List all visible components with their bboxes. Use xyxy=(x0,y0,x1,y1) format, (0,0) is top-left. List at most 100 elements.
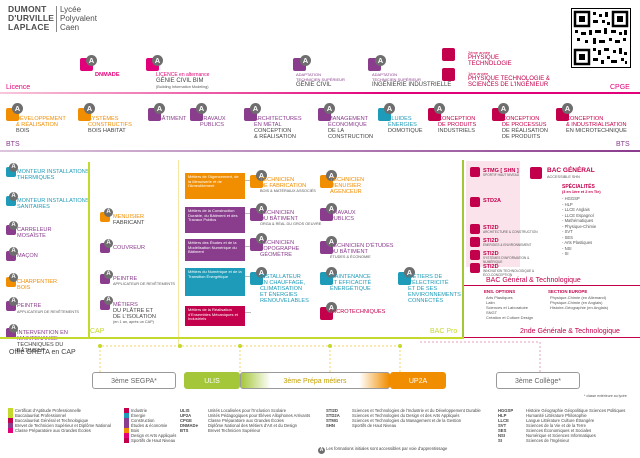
bacpro-label[interactable]: TECHNICIEN xyxy=(260,177,295,183)
cap-label[interactable]: CARRELEUR xyxy=(17,227,52,233)
licence-label[interactable]: LICENCE en alternance xyxy=(156,72,210,78)
bts-label[interactable]: DE PRODUITS xyxy=(502,134,541,140)
cpge-label[interactable]: PHYSIQUE xyxy=(468,55,500,61)
bactech-label[interactable]: STI2D xyxy=(483,251,499,257)
bts-label[interactable]: DÉVELOPPEMENT xyxy=(16,116,66,122)
cap-label[interactable]: MONTEUR INSTALLATIONS xyxy=(17,169,90,175)
cap-label[interactable]: MÉTIERS xyxy=(113,302,138,308)
cap-label[interactable]: PEINTRE xyxy=(113,276,138,282)
bacpro-label[interactable]: MAINTENANCE xyxy=(330,274,371,280)
metiers-block[interactable]: Métiers des Études et de la Modélisation… xyxy=(185,239,245,261)
bacpro-label[interactable]: CLIMATISATION xyxy=(260,286,303,292)
bts-label[interactable]: FLUIDES xyxy=(388,116,412,122)
bacpro-label[interactable]: MICROTECHNIQUES xyxy=(330,309,386,315)
cap-label[interactable]: THERMIQUES xyxy=(17,175,55,181)
bts-label[interactable]: SYSTÈMES xyxy=(88,116,119,122)
bts-label[interactable]: CONCEPTION xyxy=(254,128,292,134)
licence-label[interactable]: DNMADe xyxy=(95,72,120,78)
licence-label[interactable]: INGÉNIERIE INDUSTRIELLE xyxy=(372,82,452,88)
bacpro-label[interactable]: DE FABRICATION xyxy=(260,183,307,189)
bts-label[interactable]: ÉNERGIES xyxy=(388,122,417,128)
cap-label[interactable]: DE L'ISOLATION xyxy=(113,314,156,320)
bts-label[interactable]: BOIS HABITAT xyxy=(88,128,126,134)
bts-label[interactable]: ÉCONOMIQUE xyxy=(328,122,367,128)
bacpro-label[interactable]: ET ÉNERGIES xyxy=(260,292,298,298)
bacpro-label[interactable]: DU BÂTIMENT xyxy=(260,216,298,222)
bts-label[interactable]: INDUSTRIELS xyxy=(438,128,475,134)
bts-label[interactable]: EN MÉTAL xyxy=(254,122,282,128)
cap-label[interactable]: SANITAIRES xyxy=(17,204,50,210)
bacgen-title[interactable]: BAC GÉNÉRAL xyxy=(547,167,595,174)
bts-label[interactable]: MANAGEMENT xyxy=(328,116,369,122)
cap-label[interactable]: CHARPENTIER xyxy=(17,279,58,285)
bts-label[interactable]: & RÉALISATION xyxy=(254,134,296,140)
bacpro-label[interactable]: ENVIRONNEMENTS xyxy=(408,292,461,298)
cap-label[interactable]: FABRICANT xyxy=(113,220,145,226)
cap-label[interactable]: MONTEUR INSTALLATIONS xyxy=(17,198,90,204)
bactech-label[interactable]: STD2A xyxy=(483,198,502,204)
bts-label[interactable]: PUBLICS xyxy=(200,122,224,128)
bts-label[interactable]: DE PRODUITS xyxy=(438,122,477,128)
bacpro-label[interactable]: TOPOGRAPHE xyxy=(260,246,300,252)
cpge-label[interactable]: PHYSIQUE TECHNOLOGIE & xyxy=(468,76,550,82)
bacpro-label[interactable]: TRAVAUX xyxy=(330,210,356,216)
bacpro-label[interactable]: EN CHAUFFAGE, xyxy=(260,280,306,286)
bacpro-label[interactable]: TECHNICIEN xyxy=(330,177,365,183)
bts-label[interactable]: EN MICROTECHNIQUE xyxy=(566,128,627,134)
metiers-block[interactable]: Métiers de la Réalisation d'Ensembles Mé… xyxy=(185,306,245,326)
entry-prepa-metiers[interactable]: 3ème Prépa métiers xyxy=(240,372,390,389)
bacpro-label[interactable]: TECHNICIEN D'ÉTUDES xyxy=(330,243,394,249)
bactech-label[interactable]: STI2D xyxy=(483,225,499,231)
bts-label[interactable]: DE LA xyxy=(328,128,345,134)
bacpro-label[interactable]: ET EFFICACITÉ xyxy=(330,280,372,286)
bacpro-label[interactable]: DU BÂTIMENT xyxy=(330,249,368,255)
bacpro-label[interactable]: GÉOMÈTRE xyxy=(260,252,293,258)
licence-label[interactable]: GÉNIE CIVIL BIM xyxy=(156,78,204,84)
bts-label[interactable]: CONSTRUCTION xyxy=(328,134,374,140)
bts-label[interactable]: BOIS xyxy=(16,128,30,134)
bacpro-label[interactable]: AGENCEUR xyxy=(330,189,362,195)
bacpro-label[interactable]: MENUISIER xyxy=(330,183,362,189)
bts-label[interactable]: & RÉALISATION xyxy=(16,122,58,128)
bts-label[interactable]: CONSTRUCTIFS xyxy=(88,122,132,128)
cap-label[interactable]: MAÇON xyxy=(17,253,38,259)
entry-ulis[interactable]: ULIS xyxy=(184,372,240,389)
bacpro-label[interactable]: RENOUVELABLES xyxy=(260,298,309,304)
bacpro-label[interactable]: L'ÉLECTRICITÉ xyxy=(408,280,449,286)
bacpro-label[interactable]: CONNECTÉS xyxy=(408,298,444,304)
bacpro-label[interactable]: TECHNICIEN xyxy=(260,240,295,246)
cpge-label[interactable]: TECHNOLOGIE xyxy=(468,61,512,67)
bacpro-label[interactable]: ÉNERGÉTIQUE xyxy=(330,286,371,292)
bts-label[interactable]: BÂTIMENT xyxy=(158,116,187,122)
bts-label[interactable]: CONCEPTION xyxy=(502,116,540,122)
entry-college[interactable]: 3ème Collège* xyxy=(496,372,580,389)
bacpro-label[interactable]: INSTALLATEUR xyxy=(260,274,301,280)
entry-segpa[interactable]: 3ème SEGPA* xyxy=(92,372,176,389)
bts-label[interactable]: DOMOTIQUE xyxy=(388,128,423,134)
cap-label[interactable]: PEINTRE xyxy=(17,303,42,309)
bacpro-label[interactable]: MÉTIERS DE xyxy=(408,274,443,280)
bts-label[interactable]: TRAVAUX xyxy=(200,116,226,122)
bts-label[interactable]: ARCHITECTURES xyxy=(254,116,302,122)
metiers-block[interactable]: Métiers de l'Agencement, de la Menuiseri… xyxy=(185,173,245,199)
cap-label[interactable]: MENUISIER xyxy=(113,214,145,220)
bts-label[interactable]: CONCEPTION xyxy=(438,116,476,122)
bactech-label[interactable]: STI2D xyxy=(483,238,499,244)
metiers-block[interactable]: Métiers du Numérique et de la Transition… xyxy=(185,268,245,296)
bactech-label[interactable]: STI2D xyxy=(483,264,499,270)
bacpro-label[interactable]: TECHNICIEN xyxy=(260,210,295,216)
cap-label[interactable]: DU PLÂTRE ET xyxy=(113,308,154,314)
bts-label[interactable]: DE RÉALISATION xyxy=(502,128,548,134)
metiers-block[interactable]: Métiers de la Construction Durable, du B… xyxy=(185,207,245,233)
cap-label[interactable]: MAINTENANCE xyxy=(17,336,58,342)
cap-label[interactable]: BOIS xyxy=(17,285,31,291)
cap-label[interactable]: INTERVENTION EN xyxy=(17,330,68,336)
cap-label[interactable]: BÂTIMENT xyxy=(17,348,46,354)
bacpro-label[interactable]: ET DE SES xyxy=(408,286,438,292)
bts-label[interactable]: & INDUSTRIALISATION xyxy=(566,122,627,128)
bactech-label[interactable]: STMG [ SHN ] xyxy=(483,168,519,174)
bts-label[interactable]: DE PROCESSUS xyxy=(502,122,547,128)
licence-label[interactable]: GÉNIE CIVIL xyxy=(296,82,332,88)
cap-label[interactable]: TECHNIQUES DU xyxy=(17,342,64,348)
bts-label[interactable]: CONCEPTION xyxy=(566,116,604,122)
